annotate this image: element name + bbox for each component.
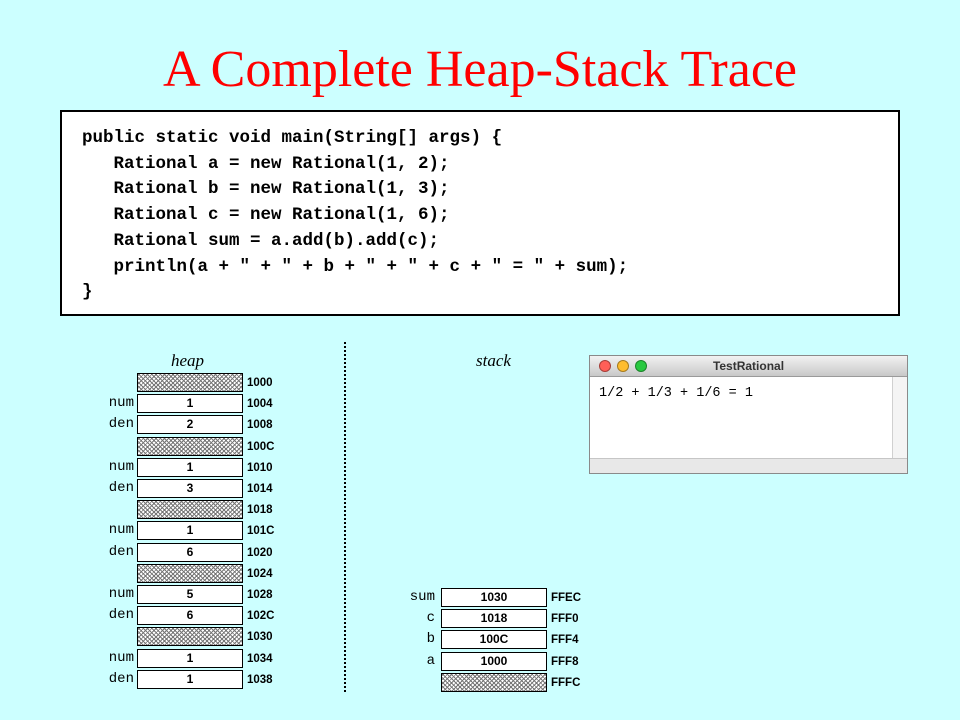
close-button[interactable] xyxy=(599,360,611,372)
heap-field-name: den xyxy=(108,543,134,560)
stack-address: FFF0 xyxy=(551,613,579,626)
heap-value-cell: 1 xyxy=(137,669,243,689)
heap-overhead-cell xyxy=(137,373,243,392)
window-scrollbar[interactable] xyxy=(892,377,907,460)
stack-value-cell: 1030 xyxy=(441,588,547,607)
stack-value-cell: 1018 xyxy=(441,609,547,629)
heap-address: 1000 xyxy=(247,377,273,389)
code-line: } xyxy=(82,282,93,303)
heap-field-name: num xyxy=(108,649,134,666)
window-footer xyxy=(590,458,907,473)
heap-value-cell: 1 xyxy=(137,648,243,668)
stack-field-name: sum xyxy=(409,589,435,605)
heap-address: 1008 xyxy=(247,419,273,432)
heap-field-name: num xyxy=(108,395,134,412)
stack-address: FFEC xyxy=(551,592,582,604)
heap-value-cell: 6 xyxy=(137,606,243,626)
heap-address: 1004 xyxy=(247,398,273,411)
heap-address: 101C xyxy=(247,525,275,538)
heap-address: 1020 xyxy=(247,546,273,559)
window-title: TestRational xyxy=(712,359,785,373)
slide-title: A Complete Heap-Stack Trace xyxy=(163,41,797,98)
heap-overhead-cell xyxy=(137,563,243,583)
code-line: Rational a = new Rational(1, 2); xyxy=(82,153,450,174)
heap-field-name: num xyxy=(108,458,134,475)
heap-address: 102C xyxy=(247,610,275,623)
code-line: Rational c = new Rational(1, 6); xyxy=(82,205,450,226)
heap-overhead-cell xyxy=(137,627,243,647)
stack-field-name: a xyxy=(426,652,435,669)
stack-label: stack xyxy=(476,351,511,370)
heap-address: 1030 xyxy=(247,631,273,644)
heap-value-cell: 2 xyxy=(137,415,243,435)
heap-address: 1010 xyxy=(247,461,273,474)
heap-field-name: den xyxy=(108,416,134,433)
heap-value-cell: 1 xyxy=(137,394,243,414)
heap-field-name: den xyxy=(108,480,134,496)
stack-address: FFF8 xyxy=(551,655,579,668)
output-window[interactable]: TestRational 1/2 + 1/3 + 1/6 = 1 xyxy=(589,355,908,474)
heap-overhead-cell xyxy=(137,436,243,456)
heap-label: heap xyxy=(171,351,205,370)
code-line: println(a + " + " + b + " + " + c + " = … xyxy=(82,256,629,277)
heap-address: 1038 xyxy=(247,673,273,686)
heap-value-cell: 1 xyxy=(137,457,243,477)
window-title-bar[interactable]: TestRational xyxy=(590,356,907,377)
stack-field-name: b xyxy=(426,631,435,648)
heap-value-cell: 3 xyxy=(137,479,243,498)
heap-address: 1028 xyxy=(247,589,273,601)
heap-address: 100C xyxy=(247,440,275,453)
code-line: public static void main(String[] args) { xyxy=(82,128,503,148)
code-listing: public static void main(String[] args) {… xyxy=(60,110,900,316)
stack-value-cell: 100C xyxy=(441,630,547,650)
stack-value-cell: 1000 xyxy=(441,651,547,671)
zoom-button[interactable] xyxy=(635,360,647,372)
heap-field-name: num xyxy=(108,586,134,602)
heap-overhead-cell xyxy=(137,500,243,520)
stack-address: FFF4 xyxy=(551,634,579,647)
heap-value-cell: 1 xyxy=(137,521,243,541)
heap-address: 1014 xyxy=(247,483,273,495)
console-output: 1/2 + 1/3 + 1/6 = 1 xyxy=(599,386,753,401)
heap-field-name: den xyxy=(108,607,134,624)
minimize-button[interactable] xyxy=(617,360,629,372)
heap-field-name: num xyxy=(108,522,134,539)
stack-field-name: c xyxy=(426,610,435,627)
heap-address: 1018 xyxy=(247,504,273,517)
heap-address: 1034 xyxy=(247,652,273,665)
heap-address: 1024 xyxy=(247,567,273,580)
code-line: Rational sum = a.add(b).add(c); xyxy=(82,230,440,251)
heap-value-cell: 5 xyxy=(137,585,243,604)
code-line: Rational b = new Rational(1, 3); xyxy=(82,179,450,200)
heap-stack-divider xyxy=(344,342,346,692)
heap-field-name: den xyxy=(108,670,134,687)
stack-overhead-cell xyxy=(441,672,547,692)
stack-address: FFFC xyxy=(551,676,581,689)
heap-value-cell: 6 xyxy=(137,542,243,562)
